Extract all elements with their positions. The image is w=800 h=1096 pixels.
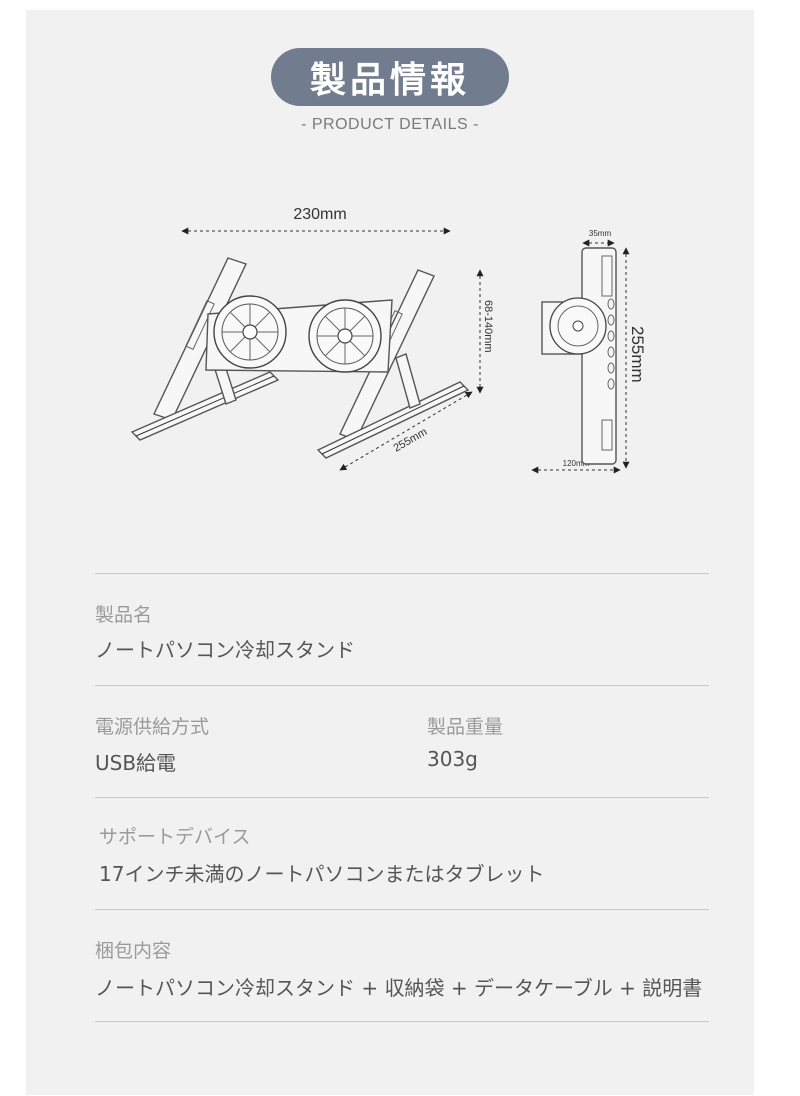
content-panel — [26, 10, 754, 1095]
stand-side-illustration — [541, 247, 617, 465]
divider — [95, 797, 709, 798]
depth-dimension-label: 255mm — [392, 426, 430, 455]
power-value: USB給電 — [95, 751, 177, 775]
package-value: ノートパソコン冷却スタンド + 収納袋 + データケーブル + 説明書 — [95, 976, 703, 1000]
power-label: 電源供給方式 — [95, 716, 210, 738]
product-name-value: ノートパソコン冷却スタンド — [95, 638, 355, 662]
depth-dimension-arrow — [339, 391, 473, 471]
product-name-label: 製品名 — [95, 604, 153, 626]
side-bottom-dimension-label: 120mm — [563, 459, 590, 468]
stand-illustration — [130, 257, 470, 459]
side-top-dimension-label: 35mm — [589, 229, 612, 238]
divider — [95, 573, 709, 574]
divider — [95, 685, 709, 686]
section-subtitle: - PRODUCT DETAILS - — [301, 116, 479, 133]
package-label: 梱包内容 — [95, 940, 172, 962]
weight-label: 製品重量 — [427, 716, 504, 738]
support-value: 17インチ未満のノートパソコンまたはタブレット — [99, 862, 545, 886]
height-dimension-label: 68-140mm — [482, 300, 494, 353]
side-height-dimension-label: 255mm — [628, 326, 647, 383]
divider — [95, 909, 709, 910]
weight-value: 303g — [427, 747, 478, 771]
product-dimension-diagram: 230mm 68-140mm 255mm — [130, 206, 647, 474]
section-title: 製品情報 — [271, 48, 509, 106]
support-label: サポートデバイス — [99, 826, 251, 848]
divider — [95, 1021, 709, 1022]
width-dimension-label: 230mm — [293, 206, 346, 223]
